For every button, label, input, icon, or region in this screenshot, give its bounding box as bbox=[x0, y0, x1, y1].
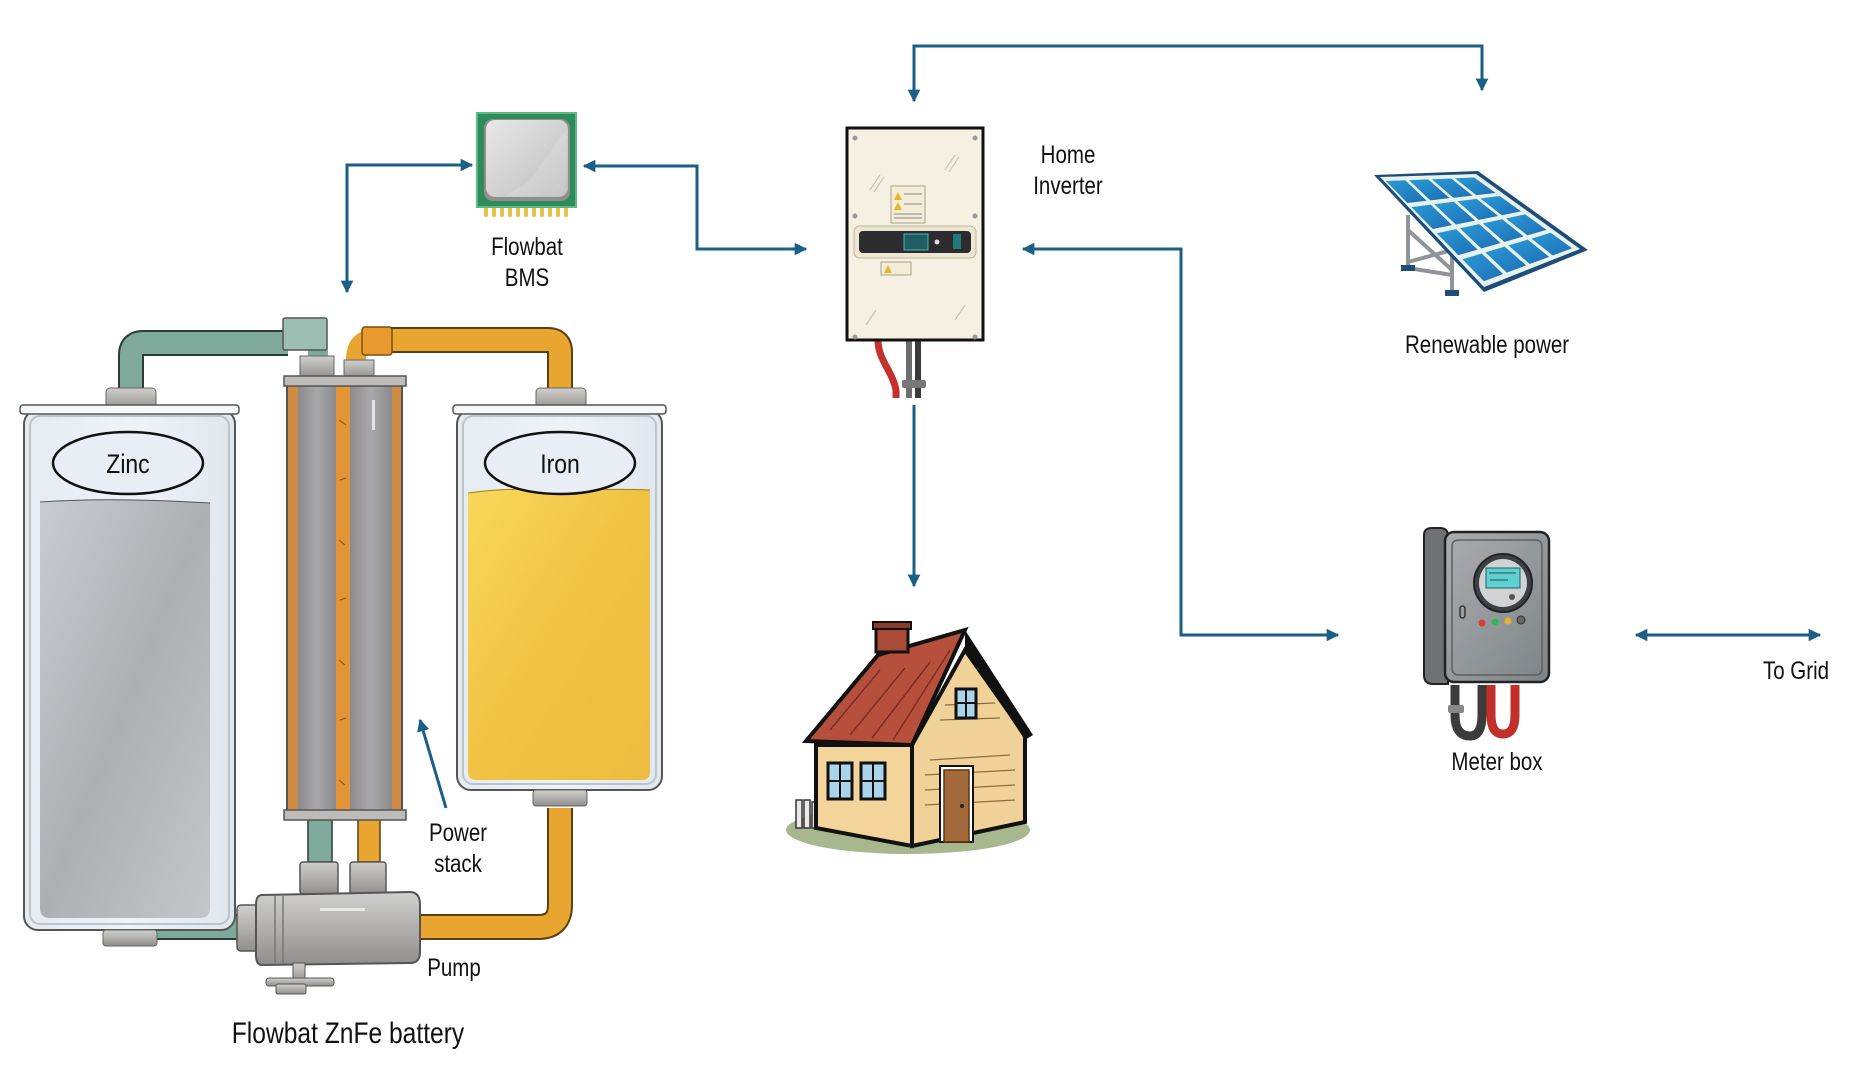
meter-label: Meter box bbox=[1451, 748, 1543, 776]
solar-cell bbox=[1411, 204, 1453, 230]
inverter-icon[interactable] bbox=[845, 126, 985, 398]
solar-cell bbox=[1505, 214, 1547, 236]
flow-battery: Zinc Iron bbox=[19, 317, 667, 995]
pipe-clamp bbox=[282, 317, 328, 351]
solar-cell bbox=[1385, 180, 1427, 203]
zinc-tank[interactable]: Zinc bbox=[19, 387, 240, 947]
solar-cell bbox=[1434, 201, 1476, 225]
pump[interactable] bbox=[236, 861, 421, 995]
arrow-power-stack-pointer bbox=[417, 718, 448, 809]
house-icon[interactable] bbox=[786, 621, 1033, 854]
power-stack-label: Power stack bbox=[417, 818, 499, 880]
bms-label: Flowbat BMS bbox=[461, 232, 592, 294]
pump-label: Pump bbox=[427, 954, 481, 982]
solar-cell bbox=[1408, 179, 1450, 201]
grid-label: To Grid bbox=[1762, 657, 1830, 685]
solar-cell bbox=[1531, 232, 1573, 256]
power-stack[interactable] bbox=[283, 355, 407, 821]
iron-pipe bbox=[346, 326, 573, 940]
solar-cell bbox=[1457, 198, 1499, 220]
solar-cell bbox=[1485, 246, 1527, 273]
battery-title: Flowbat ZnFe battery bbox=[231, 1017, 465, 1050]
solar-cell bbox=[1508, 239, 1550, 265]
solar-cells bbox=[1385, 177, 1573, 282]
solar-cell bbox=[1482, 219, 1524, 242]
arrow-bms-inverter bbox=[582, 159, 808, 256]
arrow-bms-battery bbox=[340, 158, 474, 294]
iron-label: Iron bbox=[540, 449, 580, 479]
solar-cell bbox=[1459, 224, 1501, 249]
connection-arrows bbox=[340, 44, 1822, 809]
power-stack-label-line1: Power bbox=[428, 819, 488, 847]
zinc-label-bubble bbox=[51, 430, 205, 496]
inverter-label-line2: Inverter bbox=[1033, 172, 1103, 200]
iron-label-bubble bbox=[483, 430, 637, 496]
bms-label-line1: Flowbat bbox=[491, 233, 563, 261]
solar-cell bbox=[1480, 195, 1522, 216]
inverter-label: Home Inverter bbox=[1007, 140, 1130, 202]
solar-cell bbox=[1431, 178, 1473, 198]
solar-cell bbox=[1462, 253, 1504, 282]
inverter-label-line1: Home bbox=[1040, 141, 1096, 169]
microchip-icon[interactable] bbox=[476, 112, 577, 217]
arrow-inverter-meter bbox=[1021, 242, 1340, 642]
solar-cell bbox=[1436, 229, 1478, 256]
power-stack-label-line2: stack bbox=[434, 850, 482, 878]
meter-box-icon[interactable] bbox=[1423, 527, 1551, 741]
zinc-label: Zinc bbox=[106, 449, 149, 479]
solar-cell bbox=[1454, 177, 1496, 196]
solar-label: Renewable power bbox=[1405, 331, 1570, 359]
bms-label-line2: BMS bbox=[504, 264, 550, 292]
solar-panel-icon[interactable] bbox=[1374, 171, 1588, 296]
arrow-inverter-solar bbox=[907, 44, 1489, 103]
iron-tank[interactable]: Iron bbox=[452, 387, 667, 807]
